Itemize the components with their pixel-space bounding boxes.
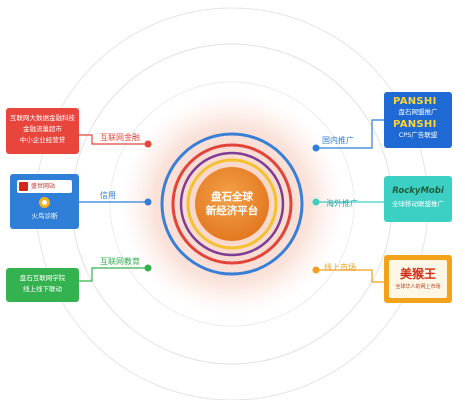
domestic-chip-2: PANSHI xyxy=(390,119,446,130)
overseas-logo: RockyMobi xyxy=(392,186,444,196)
dot-overseas xyxy=(312,198,320,206)
ring-purple xyxy=(179,151,285,257)
outer-ring-3 xyxy=(109,81,355,327)
credit-badge-icon xyxy=(39,197,50,208)
connector-commerce xyxy=(316,269,384,283)
connector-finance xyxy=(79,134,148,145)
card-domestic: PANSHI 盘石网盟推广 PANSHI CPS广告联盟 xyxy=(384,92,452,148)
card-education: 盘石互联网学院 线上线下联动 xyxy=(6,268,79,302)
center-line-1: 盘石全球 xyxy=(211,191,253,203)
dot-commerce xyxy=(312,266,320,274)
credit-caption: 火鸟诊断 xyxy=(31,212,58,220)
branch-label-credit: 信用 xyxy=(100,191,116,200)
domestic-caption-2: CPS广告联盟 xyxy=(398,131,438,139)
credit-chip-label: 盛世网站 xyxy=(31,183,56,190)
commerce-logo-panel: 美猴王 全球华人的网上市场 xyxy=(389,260,447,298)
connector-domestic xyxy=(316,119,384,149)
domestic-logo-2: PANSHI xyxy=(393,119,437,130)
branch-label-overseas: 海外推广 xyxy=(326,199,358,208)
center-line-2: 新经济平台 xyxy=(205,205,259,217)
ring-yellow xyxy=(186,158,278,250)
connector-education xyxy=(79,267,148,282)
ring-blue xyxy=(160,132,304,276)
card-finance-line-3: 中小企业经营贷 xyxy=(19,136,66,144)
card-finance: 互联网大数据金融科技 金融流量超市 中小企业经营贷 xyxy=(6,108,79,154)
card-commerce: 美猴王 全球华人的网上市场 xyxy=(384,255,452,303)
dot-credit xyxy=(144,198,152,206)
center-core xyxy=(195,167,269,241)
card-education-line-2: 线上线下联动 xyxy=(23,285,62,293)
card-education-line-1: 盘石互联网学院 xyxy=(19,274,66,282)
branch-label-domestic: 国内推广 xyxy=(322,136,354,145)
domestic-logo-1: PANSHI xyxy=(393,96,437,107)
overseas-caption: 全球移动联盟推广 xyxy=(392,200,444,208)
card-finance-line-1: 互联网大数据金融科技 xyxy=(10,114,75,122)
dot-domestic xyxy=(312,144,320,152)
domestic-chip-1: PANSHI xyxy=(390,96,446,107)
branch-label-education: 互联网教育 xyxy=(100,257,140,266)
commerce-logo: 美猴王 xyxy=(399,267,436,281)
ring-red xyxy=(171,143,293,265)
domestic-caption-1: 盘石网盟推广 xyxy=(398,108,438,116)
card-overseas: RockyMobi 全球移动联盟推广 xyxy=(384,176,452,222)
card-finance-line-2: 金融流量超市 xyxy=(23,125,62,133)
card-credit: 盛世网站 火鸟诊断 xyxy=(10,174,79,229)
branch-label-commerce: 线上市场 xyxy=(324,263,356,272)
commerce-tagline: 全球华人的网上市场 xyxy=(395,284,441,290)
dot-education xyxy=(144,264,152,272)
center-title: 盘石全球 新经济平台 xyxy=(195,190,269,218)
branch-label-finance: 互联网金融 xyxy=(100,133,140,142)
credit-logo-icon xyxy=(19,182,28,191)
dot-finance xyxy=(144,140,152,148)
credit-chip: 盛世网站 xyxy=(17,180,72,193)
